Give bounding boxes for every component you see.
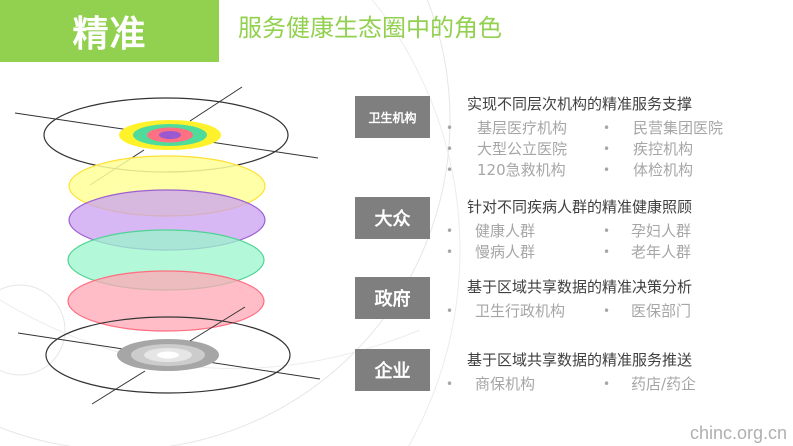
bullet-icon: • <box>446 245 454 259</box>
bullet-icon: • <box>603 377 611 391</box>
role-item: 药店/药企 <box>631 375 697 393</box>
bullet-icon: • <box>603 245 611 259</box>
role-item: 疾控机构 <box>633 140 694 158</box>
bullet-icon: • <box>446 304 454 318</box>
role-item: 孕妇人群 <box>631 222 692 240</box>
role-item: 慢病人群 <box>475 243 536 261</box>
role-heading-public: 针对不同疾病人群的精准健康照顾 <box>467 198 693 216</box>
page-title: 精准 <box>72 14 147 55</box>
role-item: 120急救机构 <box>477 161 566 179</box>
role-item: 卫生行政机构 <box>475 302 566 320</box>
role-item: 大型公立医院 <box>477 140 568 158</box>
bullet-icon: • <box>446 224 454 238</box>
bullet-icon: • <box>603 304 611 318</box>
role-item: 民营集团医院 <box>633 119 724 137</box>
watermark: chinc.org.cn <box>689 423 787 443</box>
role-label-enterprise: 企业 <box>355 349 430 391</box>
role-heading-government: 基于区域共享数据的精准决策分析 <box>467 278 693 296</box>
role-label-public: 大众 <box>355 197 430 239</box>
role-heading-enterprise: 基于区域共享数据的精准服务推送 <box>467 351 693 369</box>
layer-pink <box>67 270 265 332</box>
bullet-icon: • <box>446 121 454 135</box>
role-item: 体检机构 <box>633 161 694 179</box>
page-subtitle: 服务健康生态圈中的角色 <box>238 14 502 42</box>
bullet-icon: • <box>603 224 611 238</box>
title-banner: 精准 <box>0 0 219 62</box>
bullet-icon: • <box>446 377 454 391</box>
role-item: 基层医疗机构 <box>477 119 568 137</box>
bullet-icon: • <box>603 121 611 135</box>
layered-ecosystem-diagram <box>14 86 321 405</box>
bullet-icon: • <box>603 163 611 177</box>
bottom-orbit <box>17 306 321 405</box>
role-label-government: 政府 <box>355 277 430 319</box>
top-orbit <box>14 86 319 186</box>
role-heading-health-institutions: 实现不同层次机构的精准服务支撑 <box>467 95 693 113</box>
role-item: 医保部门 <box>631 302 692 320</box>
role-label-health-institutions: 卫生机构 <box>355 96 430 138</box>
role-item: 老年人群 <box>631 243 692 261</box>
bullet-icon: • <box>446 142 454 156</box>
role-item: 健康人群 <box>475 222 536 240</box>
role-item: 商保机构 <box>475 375 536 393</box>
bullet-icon: • <box>446 163 454 177</box>
bullet-icon: • <box>603 142 611 156</box>
